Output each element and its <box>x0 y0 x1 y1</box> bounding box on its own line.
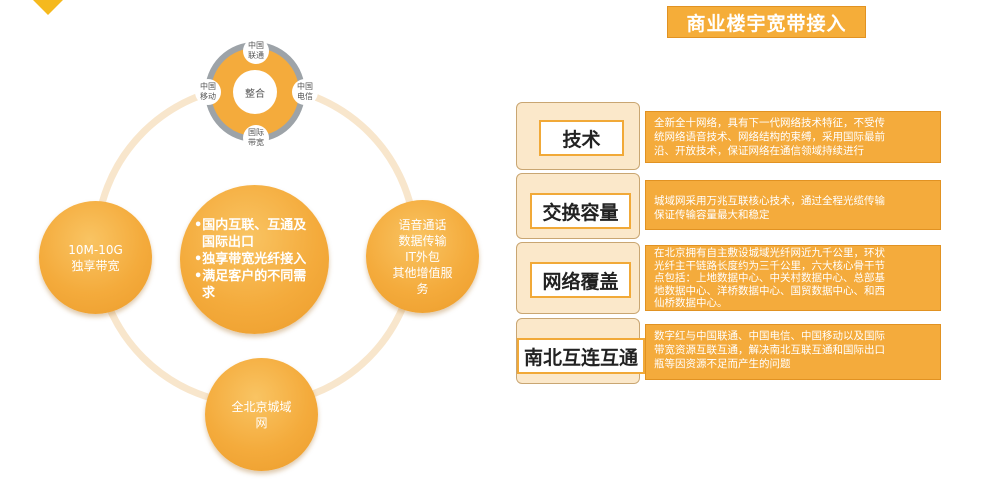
partner-line: 中国 <box>248 41 264 50</box>
row-description: 数字红与中国联通、中国电信、中国移动以及国际 带宽资源互联互通，解决南北互联互通… <box>645 324 941 380</box>
desc-line: 在北京拥有自主敷设城域光纤网近九千公里，环状 <box>654 247 885 259</box>
partner-line: 移动 <box>200 92 216 101</box>
circle-line: 其他增值服 <box>392 265 453 280</box>
bandwidth-circle: 10M-10G 独享带宽 <box>39 201 152 314</box>
panel-title: 商业楼宇宽带接入 <box>667 6 866 38</box>
circle-line: 10M-10G <box>68 242 123 257</box>
core-bullet: •国内互联、互通及 <box>194 218 307 233</box>
desc-line: 带宽资源互联互通，解决南北互联互通和国际出口 <box>654 344 885 356</box>
partner-line: 中国 <box>200 82 216 91</box>
partner-line: 电信 <box>297 92 313 101</box>
desc-line: 数字红与中国联通、中国电信、中国移动以及国际 <box>654 330 885 342</box>
core-bullet: •满足客户的不同需 <box>194 269 307 284</box>
row-label: 技术 <box>539 120 624 156</box>
metro-network-circle: 全北京城域 网 <box>205 358 318 471</box>
circle-line: 独享带宽 <box>71 258 120 273</box>
row-label: 交换容量 <box>530 193 631 229</box>
desc-line: 统网络语音技术、网络结构的束缚，采用国际最前 <box>654 131 885 143</box>
core-bullet: 求 <box>202 286 216 301</box>
hub-partner-left: 中国 移动 <box>195 79 221 105</box>
desc-line: 光纤主干链路长度约为三千公里，六大核心骨干节 <box>654 259 885 272</box>
row-description: 全新全十网络，具有下一代网络技术特征，不受传 统网络语音技术、网络结构的束缚，采… <box>645 111 941 163</box>
row-label: 南北互连互通 <box>517 338 645 374</box>
circle-line: 全北京城域 <box>231 399 292 414</box>
row-description: 城域网采用万兆互联核心技术，通过全程光缆传输 保证传输容量最大和稳定 <box>645 180 941 230</box>
desc-line: 仙桥数据中心。 <box>654 297 728 309</box>
row-description: 在北京拥有自主敷设城域光纤网近九千公里，环状 光纤主干链路长度约为三千公里，六大… <box>645 245 941 311</box>
hub-partner-top: 中国 联通 <box>243 38 269 64</box>
desc-line: 点包括：上地数据中心、中关村数据中心、总部基 <box>654 272 885 284</box>
value-added-circle: 语音通话 数据传输 IT外包 其他增值服 务 <box>366 200 479 313</box>
partner-line: 中国 <box>297 82 313 91</box>
hub-center-label: 整合 <box>245 88 265 100</box>
desc-line: 瓶等因资源不足而产生的问题 <box>654 358 791 370</box>
row-label: 网络覆盖 <box>530 262 631 298</box>
desc-line: 保证传输容量最大和稳定 <box>654 209 770 221</box>
core-bullet: 国际出口 <box>202 235 255 250</box>
desc-line: 沿、开放技术，保证网络在通信领域持续进行 <box>654 145 864 157</box>
circle-line: IT外包 <box>405 249 440 264</box>
hub-partner-right: 中国 电信 <box>292 79 318 105</box>
hub-center: 整合 <box>233 70 277 114</box>
desc-line: 城域网采用万兆互联核心技术，通过全程光缆传输 <box>654 195 885 207</box>
circle-line: 务 <box>416 281 429 296</box>
partner-line: 带宽 <box>248 138 264 147</box>
partner-line: 联通 <box>248 51 264 60</box>
circle-line: 语音通话 <box>398 217 447 232</box>
desc-line: 全新全十网络，具有下一代网络技术特征，不受传 <box>654 117 885 129</box>
core-bullet: •独享带宽光纤接入 <box>194 252 307 267</box>
carrier-hub: 整合 中国 联通 中国 移动 中国 电信 国际 带宽 <box>195 38 318 151</box>
desc-line: 地数据中心、洋桥数据中心、国贸数据中心、和西 <box>654 284 885 297</box>
circle-line: 网 <box>255 415 268 430</box>
hub-partner-bottom: 国际 带宽 <box>243 125 269 151</box>
core-services-circle: •国内互联、互通及 国际出口 •独享带宽光纤接入 •满足客户的不同需 求 <box>180 185 329 334</box>
corner-decoration <box>31 0 65 15</box>
circle-line: 数据传输 <box>398 233 447 248</box>
partner-line: 国际 <box>248 128 264 137</box>
